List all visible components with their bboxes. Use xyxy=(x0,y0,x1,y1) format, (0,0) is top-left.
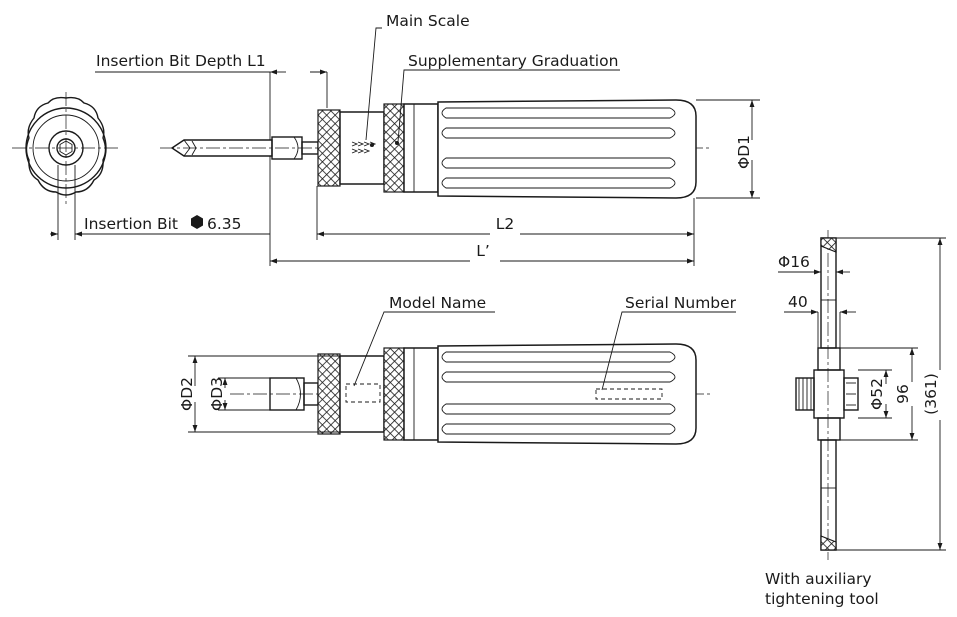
bottom-side-view xyxy=(230,343,712,445)
hexagon-icon xyxy=(191,215,203,229)
serial-number-label: Serial Number xyxy=(625,294,737,312)
dim-40-label: 40 xyxy=(788,293,808,311)
insertion-bit-depth-label: Insertion Bit Depth L1 xyxy=(96,52,266,70)
insertion-bit-label: Insertion Bit xyxy=(84,215,178,233)
end-view xyxy=(12,92,270,240)
supplementary-graduation-leader xyxy=(397,69,620,143)
dim-96-label: 96 xyxy=(894,384,912,404)
d2-label: ΦD2 xyxy=(178,377,196,411)
auxiliary-tool-view xyxy=(795,230,859,560)
serial-number-leader xyxy=(601,311,736,391)
l2-label: L2 xyxy=(496,215,515,233)
top-side-view xyxy=(160,99,712,199)
model-name-label: Model Name xyxy=(389,294,486,312)
phi52-label: Φ52 xyxy=(868,378,886,410)
model-name-leader xyxy=(353,311,495,387)
aux-note-line2: tightening tool xyxy=(765,590,879,608)
dim-361-label: (361) xyxy=(922,373,940,415)
d1-label: ΦD1 xyxy=(735,135,753,169)
main-scale-label: Main Scale xyxy=(386,12,470,30)
phi16-label: Φ16 xyxy=(778,253,810,271)
supplementary-graduation-label: Supplementary Graduation xyxy=(408,52,618,70)
main-scale-leader xyxy=(365,27,382,141)
l-prime-label: L’ xyxy=(476,242,490,260)
d3-label: ΦD3 xyxy=(208,377,226,411)
insertion-bit-size: 6.35 xyxy=(207,215,242,233)
aux-note-line1: With auxiliary xyxy=(765,570,872,588)
